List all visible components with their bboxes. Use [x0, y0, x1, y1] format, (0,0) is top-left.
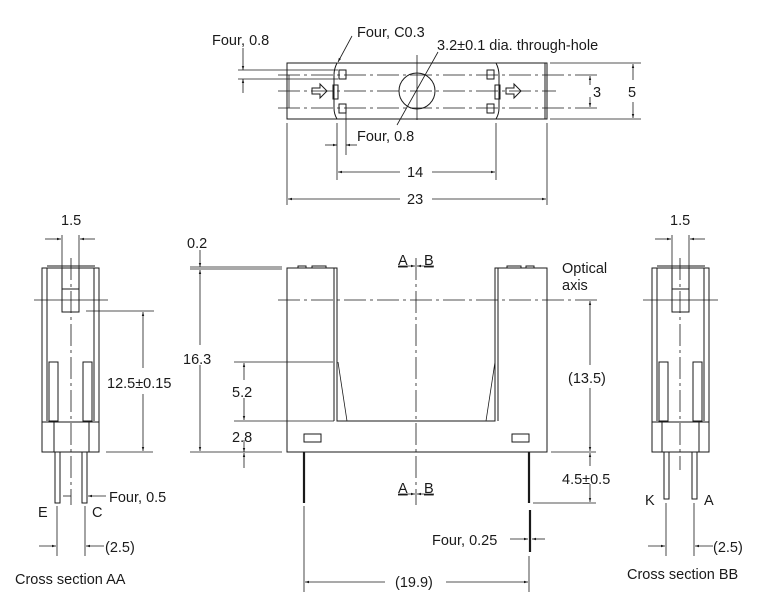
cross-section-bb: 1.5 K A (2.5) Cross section BB [627, 213, 743, 583]
dim-5-2: 5.2 [232, 385, 252, 401]
section-b-marker-bottom: B [424, 481, 434, 497]
aa-dim-12-5: 12.5±0.15 [107, 376, 171, 392]
bb-title: Cross section BB [627, 567, 738, 583]
aa-dim-1-5: 1.5 [61, 213, 81, 229]
dim-2-8: 2.8 [232, 430, 252, 446]
pin-label-e: E [38, 505, 48, 521]
light-direction-arrow-icon [505, 82, 522, 100]
dim-14: 14 [407, 165, 423, 181]
dim-19-9: (19.9) [395, 575, 433, 591]
section-b-marker: B [424, 253, 434, 269]
pin-label-a: A [704, 493, 714, 509]
dim-16-3: 16.3 [183, 352, 211, 368]
top-four-08-label: Four, 0.8 [212, 33, 269, 49]
section-a-marker: A [398, 253, 408, 269]
dim-3: 3 [593, 85, 601, 101]
aa-dim-2-5: (2.5) [105, 540, 135, 556]
dim-23: 23 [407, 192, 423, 208]
bb-dim-2-5: (2.5) [713, 540, 743, 556]
aa-pin-width-label: Four, 0.5 [109, 490, 166, 506]
top-view: Four, 0.8 Four, C0.3 3.2±0.1 dia. throug… [212, 25, 641, 208]
dim-5: 5 [628, 85, 636, 101]
light-direction-arrow-icon [311, 82, 328, 100]
top-four-08-label-2: Four, 0.8 [357, 129, 414, 145]
aa-title: Cross section AA [15, 572, 126, 588]
pin-label-c: C [92, 505, 102, 521]
optical-axis-label-2: axis [562, 278, 588, 294]
dim-13-5: (13.5) [568, 371, 606, 387]
front-view: 0.2 16.3 5.2 2.8 A B A B Optical axis (1… [183, 236, 610, 592]
pin-label-k: K [645, 493, 655, 509]
chamfer-label: Four, C0.3 [357, 25, 425, 41]
bb-dim-1-5: 1.5 [670, 213, 690, 229]
dim-4-5: 4.5±0.5 [562, 472, 610, 488]
optical-axis-label: Optical [562, 261, 607, 277]
dim-0-2: 0.2 [187, 236, 207, 252]
cross-section-aa: 1.5 12.5±0.15 Four, 0.5 E C (2.5) Cross … [15, 213, 171, 588]
section-a-marker-bottom: A [398, 481, 408, 497]
hole-label: 3.2±0.1 dia. through-hole [437, 38, 598, 54]
pin-width-label: Four, 0.25 [432, 533, 497, 549]
